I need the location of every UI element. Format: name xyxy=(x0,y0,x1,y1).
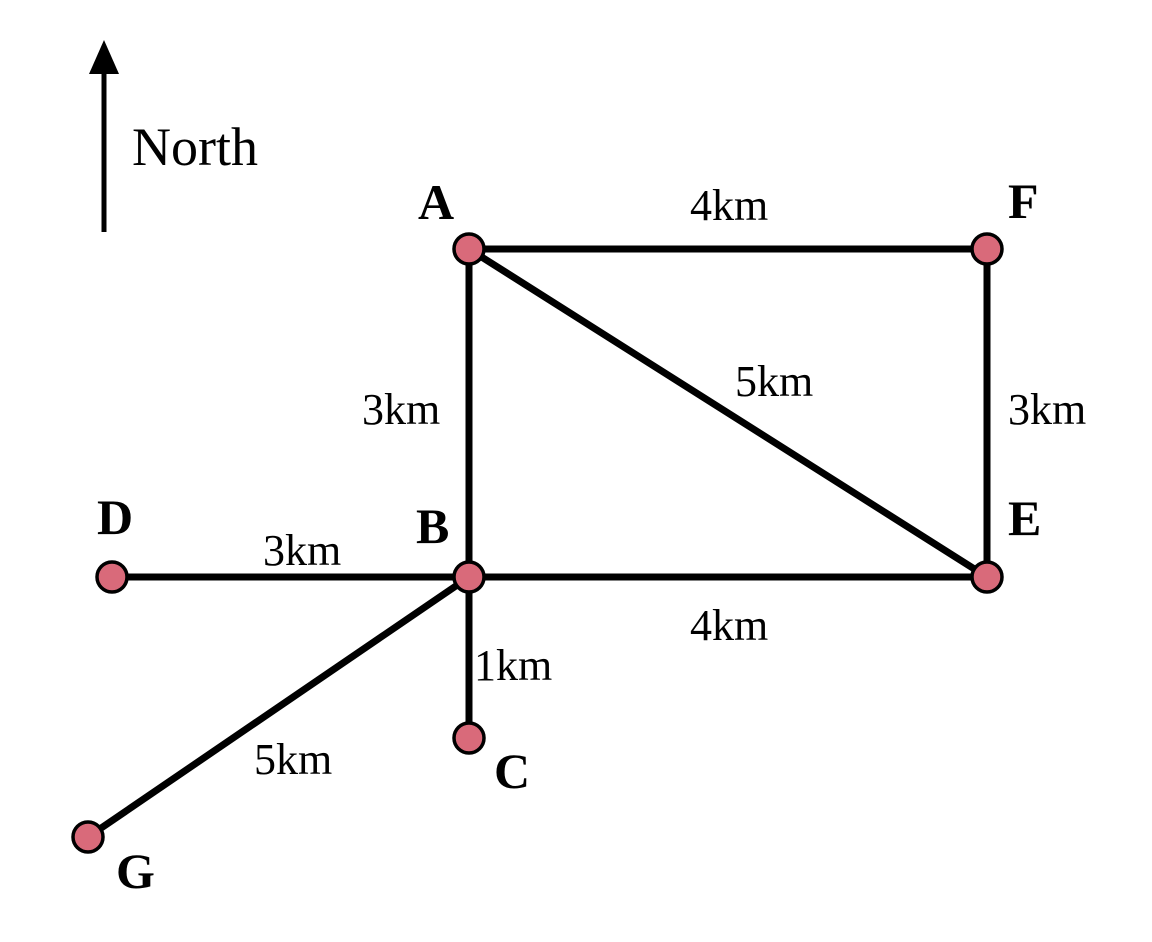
node-d xyxy=(95,560,129,594)
edge-label-f-e: 3km xyxy=(1008,385,1086,434)
node-b xyxy=(452,560,486,594)
edge-labels-layer: 4km 3km 5km 3km 3km 4km 1km 5km xyxy=(254,181,1086,784)
edge-label-d-b: 3km xyxy=(263,526,341,575)
edges-layer xyxy=(84,245,991,841)
edge-label-a-e: 5km xyxy=(735,357,813,406)
edge-label-a-b: 3km xyxy=(362,385,440,434)
node-c xyxy=(452,721,486,755)
edge-label-b-g: 5km xyxy=(254,735,332,784)
edge-label-b-c: 1km xyxy=(474,641,552,690)
edge-b-g xyxy=(84,573,473,841)
node-label-a: A xyxy=(418,174,454,230)
edge-a-e xyxy=(465,245,991,581)
node-e xyxy=(970,560,1004,594)
north-arrow-icon xyxy=(89,40,119,74)
north-indicator: North xyxy=(89,40,258,232)
nodes-layer xyxy=(71,232,1004,854)
edge-label-a-f: 4km xyxy=(690,181,768,230)
north-label: North xyxy=(132,117,258,177)
node-label-e: E xyxy=(1008,490,1041,546)
node-label-g: G xyxy=(116,843,155,899)
edge-label-b-e: 4km xyxy=(690,601,768,650)
node-f xyxy=(970,232,1004,266)
node-label-f: F xyxy=(1008,173,1039,229)
node-g xyxy=(71,820,105,854)
node-label-c: C xyxy=(494,743,530,799)
node-labels-layer: A F B E D C G xyxy=(97,173,1041,899)
node-label-d: D xyxy=(97,489,133,545)
node-a xyxy=(452,232,486,266)
node-label-b: B xyxy=(416,498,449,554)
